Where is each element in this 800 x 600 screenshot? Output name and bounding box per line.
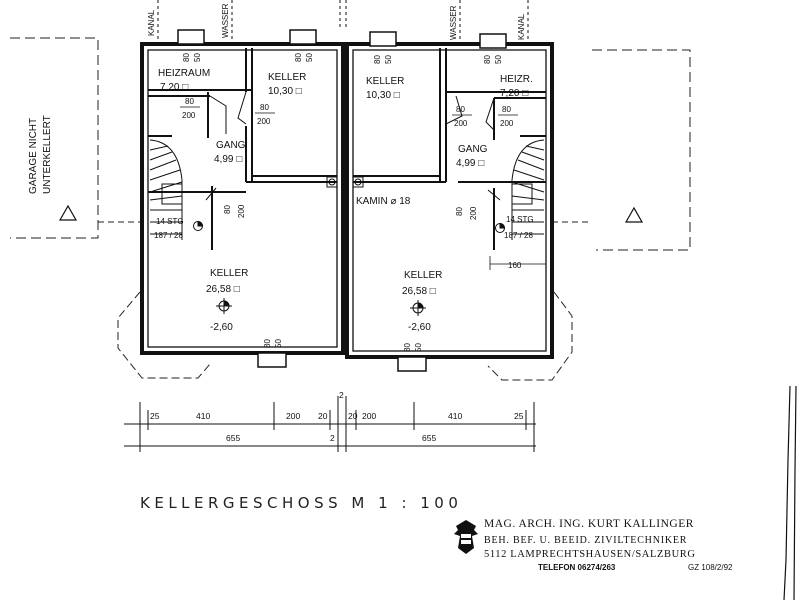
room-area-heizr-right: 7,20 □ (500, 88, 528, 99)
garage-text-line1: GARAGE NICHT (28, 118, 39, 194)
win-dim-w: 80 (373, 55, 382, 64)
win-dim-h: 50 (274, 339, 283, 348)
door-dim-h: 200 (454, 119, 468, 128)
win-dim-w: 80 (263, 339, 272, 348)
windows (177, 29, 507, 372)
room-area-keller-top-right: 10,30 □ (366, 90, 400, 101)
room-area-gang-right: 4,99 □ (456, 158, 484, 169)
stairs-left (149, 139, 183, 240)
win-dim-h: 50 (494, 55, 503, 64)
dimension-chain (124, 396, 536, 452)
stairs-count-right: 14 STG (506, 215, 534, 224)
file-number: GZ 108/2/92 (688, 563, 733, 572)
door-dim-w: 80 (455, 207, 464, 216)
win-dim-w: 80 (403, 343, 412, 352)
door-dim-h: 200 (257, 117, 271, 126)
door-dim-h: 200 (182, 111, 196, 120)
kamin-label: KAMIN ⌀ 18 (356, 196, 411, 207)
label-kanal-left: KANAL (147, 9, 156, 36)
interior-walls (148, 48, 546, 250)
win-dim-w: 80 (483, 55, 492, 64)
dim-160: 160 (508, 261, 522, 270)
stairs-ratio-left: 187 / 28 (154, 231, 183, 240)
garage-outline-left (10, 37, 99, 239)
dim-top-3: 20 (318, 411, 328, 421)
dim-top-4: 2 (339, 390, 344, 400)
dim-top-8: 25 (514, 411, 524, 421)
label-wasser-left: WASSER (221, 3, 230, 38)
room-area-heizraum: 7,20 □ (160, 82, 188, 93)
dim-top-6: 200 (362, 411, 376, 421)
drawing-title: KELLERGESCHOSS M 1 : 100 (140, 494, 463, 512)
dim-top-1: 410 (196, 411, 210, 421)
dim-top-7: 410 (448, 411, 462, 421)
room-area-keller-top-left: 10,30 □ (268, 86, 302, 97)
room-name-keller-big-left: KELLER (210, 268, 248, 279)
door-dim-w: 80 (223, 205, 232, 214)
dim-top-0: 25 (150, 411, 160, 421)
dim-160-line (489, 256, 546, 270)
door-dim-w: 80 (260, 103, 269, 112)
architect-name: MAG. ARCH. ING. KURT KALLINGER (484, 518, 694, 530)
win-dim-h: 50 (414, 343, 423, 352)
triangle-marker-icon (58, 204, 644, 223)
stairs-right (511, 139, 545, 240)
win-dim-h: 50 (305, 53, 314, 62)
garage-text-line2: UNTERKELLERT (42, 115, 53, 194)
architect-address: 5112 LAMPRECHTSHAUSEN/SALZBURG (484, 549, 696, 560)
outer-walls (140, 42, 554, 359)
architect-stamp: MAG. ARCH. ING. KURT KALLINGER BEH. BEF.… (440, 514, 760, 584)
room-name-gang-left: GANG (216, 140, 246, 151)
win-dim-h: 50 (193, 53, 202, 62)
garage-outline-right (592, 49, 691, 251)
room-name-heizr-right: HEIZR. (500, 74, 533, 85)
door-dims: 80 200 80 200 80 200 80 200 80 200 80 20… (180, 97, 518, 220)
architect-phone: TELEFON 06274/263 (538, 563, 616, 572)
room-level-right: -2,60 (408, 322, 431, 333)
door-dim-w: 80 (456, 105, 465, 114)
light-well-left (117, 291, 211, 379)
level-marker-icon (216, 298, 426, 316)
scan-edge (783, 385, 797, 600)
label-kanal-right: KANAL (517, 13, 526, 40)
architect-title: BEH. BEF. U. BEEID. ZIVILTECHNIKER (484, 535, 688, 546)
win-dim-h: 50 (384, 55, 393, 64)
door-dim-w: 80 (185, 97, 194, 106)
room-area-gang-left: 4,99 □ (214, 154, 242, 165)
room-name-gang-right: GANG (458, 144, 488, 155)
room-area-keller-big-left: 26,58 □ (206, 284, 240, 295)
door-dim-h: 200 (237, 204, 246, 218)
dim-bottom-2: 655 (422, 433, 436, 443)
room-name-heizraum: HEIZRAUM (158, 68, 210, 79)
label-wasser-right: WASSER (449, 5, 458, 40)
stairs-count-left: 14 STG (156, 217, 184, 226)
dim-bottom-1: 2 (330, 433, 335, 443)
inner-wall-lines (147, 49, 547, 352)
dim-top-5: 20 (348, 411, 358, 421)
dim-top-2: 200 (286, 411, 300, 421)
chimney-marks (326, 176, 364, 188)
door-dim-h: 200 (500, 119, 514, 128)
win-dim-w: 80 (294, 53, 303, 62)
room-name-keller-top-left: KELLER (268, 72, 306, 83)
window-dims: 80 50 80 50 80 50 80 50 80 50 80 50 (182, 53, 503, 352)
dim-bottom-0: 655 (226, 433, 240, 443)
stair-marker-icon (193, 220, 506, 233)
door-dim-w: 80 (502, 105, 511, 114)
door-dim-h: 200 (469, 206, 478, 220)
win-dim-w: 80 (182, 53, 191, 62)
stairs-ratio-right: 187 / 28 (504, 231, 533, 240)
room-name-keller-big-right: KELLER (404, 270, 442, 281)
room-level-left: -2,60 (210, 322, 233, 333)
doors (205, 91, 501, 201)
light-well-right (487, 291, 573, 381)
room-name-keller-top-right: KELLER (366, 76, 404, 87)
utility-lines (157, 0, 529, 44)
room-area-keller-big-right: 26,58 □ (402, 286, 436, 297)
coat-of-arms-icon (454, 520, 478, 554)
